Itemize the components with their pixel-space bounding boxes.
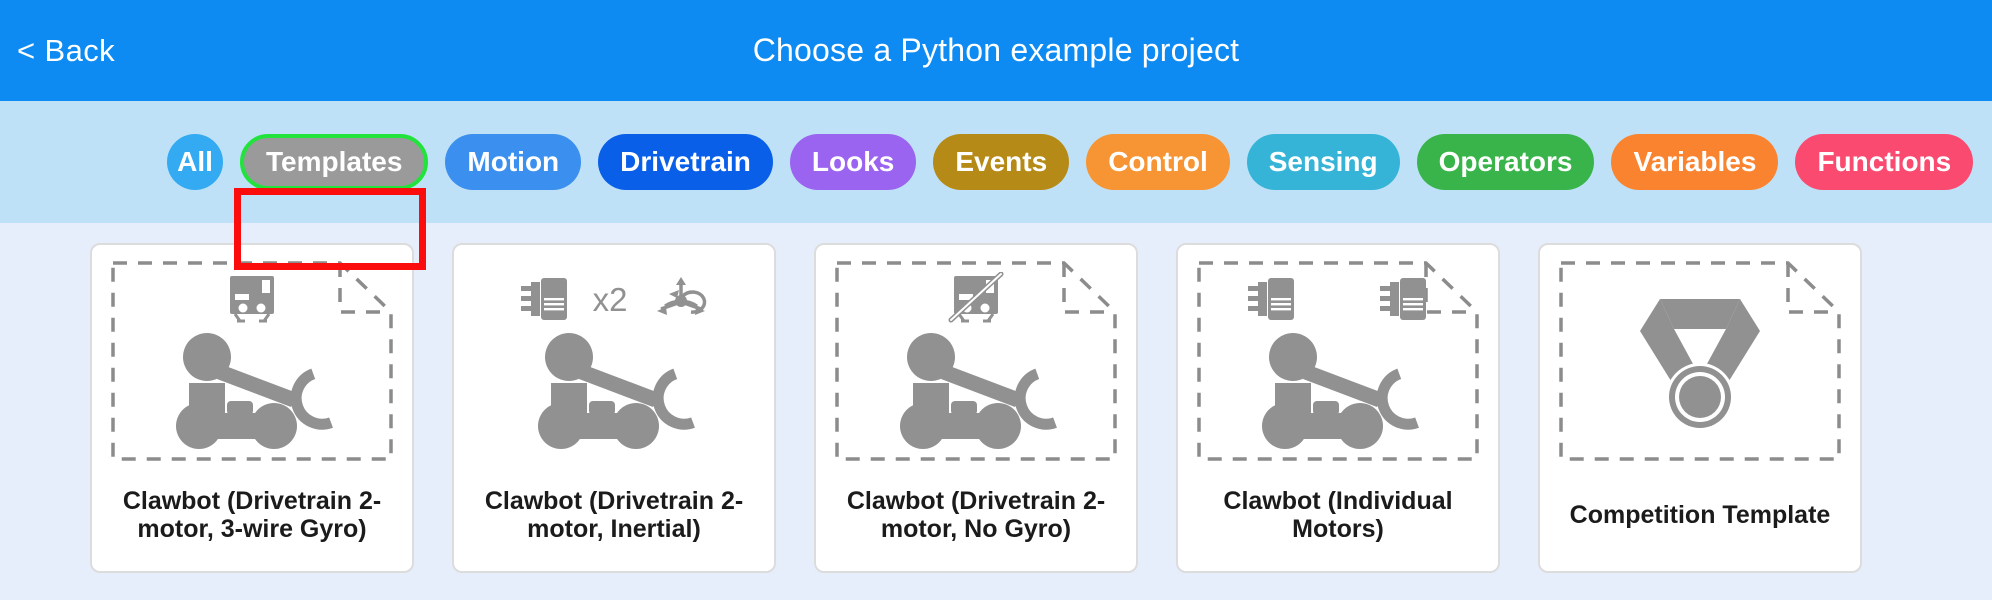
motor-icon <box>1248 278 1294 320</box>
project-card-label: Clawbot (Individual Motors) <box>1223 487 1453 543</box>
category-pill-templates-label: Templates <box>266 146 403 177</box>
project-card-label: Clawbot (Drivetrain 2-motor, Inertial) <box>484 487 744 543</box>
dashed-page-icon <box>1559 261 1841 461</box>
medal-icon-wrap <box>1555 295 1845 435</box>
medal-icon <box>1640 299 1760 431</box>
clawbot-robot-icon-wrap <box>469 331 759 451</box>
motor-icon <box>1380 278 1426 320</box>
project-thumbnail <box>1193 257 1483 465</box>
thumbnail-badge-row <box>831 271 1121 327</box>
dashed-page-icon <box>111 261 393 461</box>
thumbnail-badge-row <box>107 271 397 327</box>
dashed-page-icon <box>1197 261 1479 461</box>
category-pill-operators-label: Operators <box>1438 146 1573 177</box>
back-button[interactable]: < Back <box>17 32 116 68</box>
project-card-competition-template[interactable]: Competition Template <box>1538 243 1862 573</box>
clawbot-robot-icon-wrap <box>831 331 1121 451</box>
category-pill-events-label: Events <box>955 146 1048 177</box>
category-pill-functions-label: Functions <box>1817 146 1952 177</box>
project-thumbnail: x2 <box>469 257 759 465</box>
category-pill-sensing-label: Sensing <box>1268 146 1378 177</box>
category-pill-drivetrain-label: Drivetrain <box>620 146 751 177</box>
project-thumbnail <box>107 257 397 465</box>
category-pill-templates[interactable]: Templates <box>240 134 429 190</box>
gyro-3wire-icon <box>230 276 274 323</box>
motor-count-label: x2 <box>592 280 628 318</box>
clawbot-robot-icon-wrap <box>1193 331 1483 451</box>
project-card-clawbot-no-gyro[interactable]: Clawbot (Drivetrain 2-motor, No Gyro) <box>814 243 1138 573</box>
category-pill-events[interactable]: Events <box>933 134 1070 190</box>
project-card-clawbot-individual-motors[interactable]: Clawbot (Individual Motors) <box>1176 243 1500 573</box>
clawbot-robot-icon-wrap <box>107 331 397 451</box>
category-pill-all-label: All <box>177 146 213 177</box>
project-card-label: Clawbot (Drivetrain 2-motor, No Gyro) <box>846 487 1106 543</box>
category-pill-drivetrain[interactable]: Drivetrain <box>598 134 773 190</box>
project-thumbnail <box>1555 257 1845 465</box>
project-card-clawbot-3wire-gyro[interactable]: Clawbot (Drivetrain 2-motor, 3-wire Gyro… <box>90 243 414 573</box>
category-pill-variables-label: Variables <box>1633 146 1757 177</box>
category-pill-operators[interactable]: Operators <box>1416 134 1595 190</box>
project-card-label: Clawbot (Drivetrain 2-motor, 3-wire Gyro… <box>122 487 382 543</box>
page-title: Choose a Python example project <box>752 32 1240 68</box>
category-pill-motion-label: Motion <box>467 146 560 177</box>
project-card-clawbot-inertial[interactable]: x2 <box>452 243 776 573</box>
inertial-sensor-icon <box>657 277 707 315</box>
project-card-label: Competition Template <box>1569 501 1831 529</box>
category-pill-looks-label: Looks <box>811 146 895 177</box>
gyro-disabled-icon <box>948 272 1004 323</box>
clawbot-robot-icon <box>176 333 333 449</box>
app-header: < Back Choose a Python example project <box>0 0 1992 101</box>
thumbnail-badge-row: x2 <box>469 271 759 327</box>
category-pill-control-label: Control <box>1108 146 1208 177</box>
category-filter-bar: All Templates Motion Drivetrain Looks Ev… <box>0 101 1992 270</box>
category-pill-variables[interactable]: Variables <box>1611 134 1779 190</box>
clawbot-robot-icon <box>538 333 695 449</box>
category-pill-functions[interactable]: Functions <box>1795 134 1974 190</box>
category-pill-control[interactable]: Control <box>1086 134 1230 190</box>
category-pill-looks[interactable]: Looks <box>789 134 917 190</box>
dashed-page-icon <box>835 261 1117 461</box>
thumbnail-badge-row <box>1193 271 1483 327</box>
category-pill-motion[interactable]: Motion <box>445 134 582 190</box>
project-card-grid: Clawbot (Drivetrain 2-motor, 3-wire Gyro… <box>0 223 1992 600</box>
clawbot-robot-icon <box>1262 333 1419 449</box>
clawbot-robot-icon <box>900 333 1057 449</box>
project-thumbnail <box>831 257 1121 465</box>
motor-icon <box>520 278 567 320</box>
category-pill-all[interactable]: All <box>167 134 223 190</box>
category-pill-sensing[interactable]: Sensing <box>1246 134 1400 190</box>
